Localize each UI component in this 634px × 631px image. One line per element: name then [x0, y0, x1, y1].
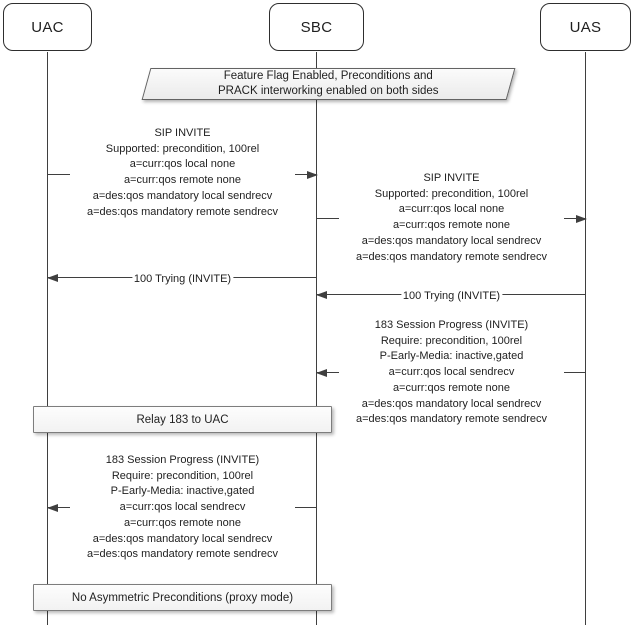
message-label-100-trying: 100 Trying (INVITE)	[131, 272, 234, 285]
arrowhead-left-icon	[47, 503, 58, 512]
note-relay-183: Relay 183 to UAC	[33, 406, 332, 433]
feature-flag-banner: Feature Flag Enabled, Preconditions and …	[141, 68, 516, 100]
message-label-100-trying: 100 Trying (INVITE)	[400, 289, 503, 302]
arrow-100-trying-uas-to-sbc: 100 Trying (INVITE)	[316, 289, 586, 302]
arrowhead-left-icon	[47, 273, 58, 282]
arrowhead-left-icon	[316, 368, 327, 377]
actor-box-sbc: SBC	[269, 3, 364, 51]
actor-box-uas: UAS	[540, 3, 631, 51]
feature-flag-banner-text: Feature Flag Enabled, Preconditions and …	[218, 70, 439, 97]
message-text-sip-invite-uac-to-sbc: SIP INVITE Supported: precondition, 100r…	[70, 126, 295, 221]
message-text-183-sbc-to-uac: 183 Session Progress (INVITE) Require: p…	[70, 453, 295, 563]
actor-box-uac: UAC	[3, 3, 92, 51]
arrow-100-trying-sbc-to-uac: 100 Trying (INVITE)	[47, 272, 317, 285]
arrowhead-right-icon	[307, 170, 318, 179]
lifeline-uas	[585, 52, 586, 625]
message-text-sip-invite-sbc-to-uas: SIP INVITE Supported: precondition, 100r…	[339, 171, 564, 266]
arrowhead-right-icon	[576, 214, 587, 223]
lifeline-sbc	[316, 52, 317, 625]
arrowhead-left-icon	[316, 290, 327, 299]
message-text-183-uas-to-sbc: 183 Session Progress (INVITE) Require: p…	[339, 318, 564, 428]
note-no-asymmetric-preconditions: No Asymmetric Preconditions (proxy mode)	[33, 584, 332, 611]
lifeline-uac	[47, 52, 48, 625]
